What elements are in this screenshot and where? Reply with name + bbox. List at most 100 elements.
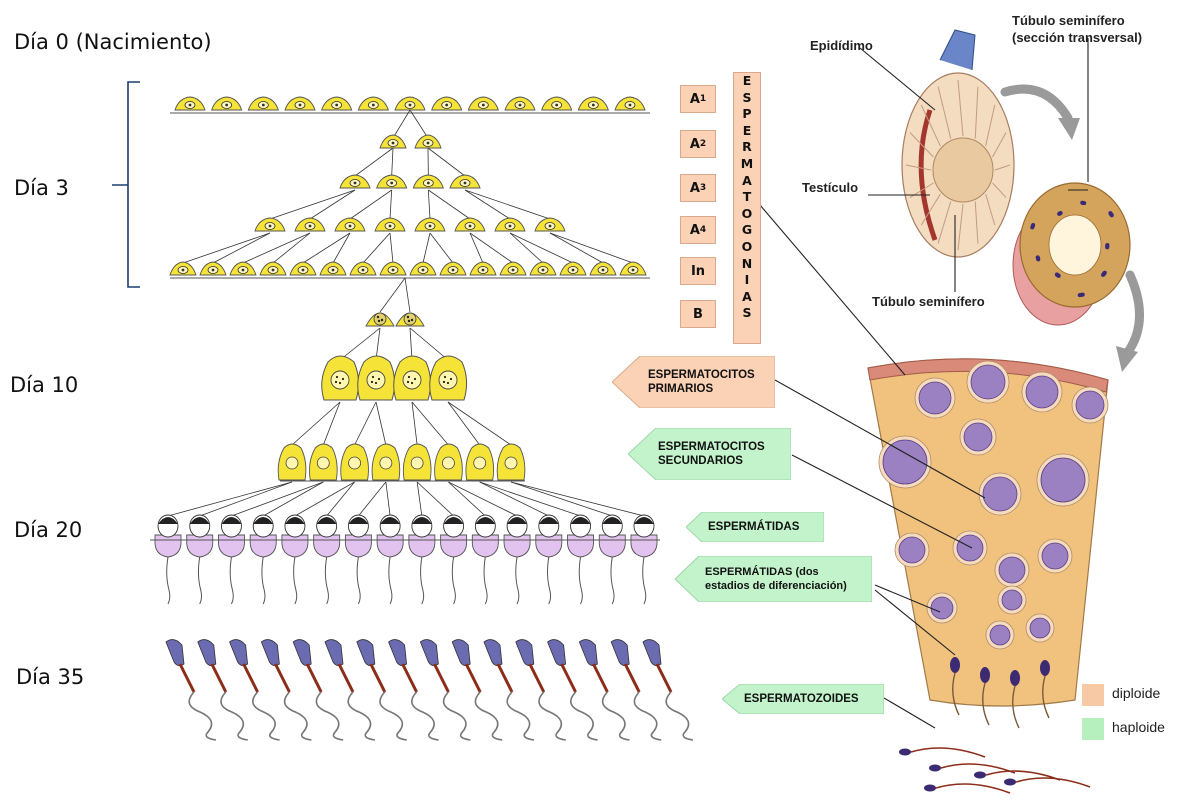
spermatogonium-a4 — [535, 218, 565, 231]
spermatogonium-in — [350, 262, 376, 275]
spermatid — [472, 515, 498, 604]
spermatogonium-a4 — [495, 218, 525, 231]
spermatogonium-in — [230, 262, 256, 275]
spermatogonium-a1 — [432, 97, 462, 110]
germ-cell-section — [895, 533, 929, 567]
spermatogonium-a4 — [335, 218, 365, 231]
spermatogonium-a1 — [248, 97, 278, 110]
spermatogonium-a1 — [395, 97, 425, 110]
vertical-letter: G — [734, 222, 760, 239]
spermatogonium-a1 — [358, 97, 388, 110]
spermatid — [187, 515, 213, 604]
vertical-letter: R — [734, 139, 760, 156]
tubule-wall-section — [868, 359, 1108, 706]
spermatogonium-a4 — [455, 218, 485, 231]
curved-arrow-top-head — [1058, 118, 1080, 140]
germ-cell-section — [1072, 387, 1108, 423]
spermatogonium-in — [380, 262, 406, 275]
spermatogonium-a2 — [415, 135, 441, 148]
germ-cell-section — [960, 419, 996, 455]
germ-cell-section — [915, 378, 955, 418]
spermatogonium-in — [200, 262, 226, 275]
bracket — [112, 82, 140, 287]
spermatogonium-in — [590, 262, 616, 275]
vertical-letter: T — [734, 189, 760, 206]
spermatogonium-a1 — [285, 97, 315, 110]
secondary-spermatocyte — [372, 444, 400, 480]
spermatids-label: ESPERMÁTIDAS — [686, 512, 824, 542]
spermatogonium-a3 — [377, 175, 407, 188]
free-spermatozoon — [1004, 778, 1090, 787]
spermatogonium-a4 — [375, 218, 405, 231]
free-spermatozoon — [924, 784, 1010, 793]
germ-cell-section — [1037, 454, 1089, 506]
vertical-letter: A — [734, 289, 760, 306]
spermatid — [631, 515, 657, 604]
legend-label-haploid: haploide — [1112, 719, 1165, 735]
germ-cell-section — [995, 553, 1029, 587]
epididymis-label: Epidídimo — [810, 38, 873, 53]
spermatogonium-a1 — [322, 97, 352, 110]
tubule-lumen — [1049, 215, 1101, 275]
spermatogonium-a4 — [415, 218, 445, 231]
spermatid — [409, 515, 435, 604]
connector-line — [860, 48, 935, 110]
spermatid — [155, 515, 181, 604]
spermatozoa-label: ESPERMATOZOIDES — [722, 684, 884, 714]
spermatogonium-in — [560, 262, 586, 275]
spermatogonium-a1 — [542, 97, 572, 110]
primary-spermatocyte — [358, 356, 395, 400]
spermatid — [377, 515, 403, 604]
curved-arrow-right — [1128, 275, 1140, 352]
vertical-letter: O — [734, 206, 760, 223]
secondary-spermatocyte — [466, 444, 494, 480]
spermatogonium-in — [290, 262, 316, 275]
spermatogonium-in — [260, 262, 286, 275]
spermatid — [567, 515, 593, 604]
germ-cell-section — [979, 473, 1021, 515]
spermatid — [345, 515, 371, 604]
spermatogonium-a3 — [340, 175, 370, 188]
spermatogonium-a2 — [380, 135, 406, 148]
germ-cell-section — [1026, 614, 1054, 642]
tubule-cross-section-label: Túbulo seminífero(sección transversal) — [1012, 12, 1142, 46]
vertical-letter: M — [734, 156, 760, 173]
secondary-spermatocyte — [309, 444, 337, 480]
curved-arrow-top — [1005, 89, 1068, 118]
spermatogonium-in — [470, 262, 496, 275]
primary-spermatocyte — [394, 356, 431, 400]
spermatid — [282, 515, 308, 604]
spermatid — [599, 515, 625, 604]
spermatid — [504, 515, 530, 604]
free-spermatozoon — [899, 748, 985, 757]
spermatogonium-a3 — [450, 175, 480, 188]
vertical-letter: S — [734, 90, 760, 107]
primary-spermatocyte — [322, 356, 359, 400]
spermatid — [218, 515, 244, 604]
vertical-letter: N — [734, 256, 760, 273]
secondary-spermatocyte — [497, 444, 525, 480]
spermatogonia-vertical-label: ESPERMATOGONIAS — [733, 72, 761, 344]
anatomy-illustration — [868, 30, 1140, 793]
stage-tag-a2: A2 — [680, 130, 716, 158]
spermatogonium-b — [366, 313, 394, 326]
legend-swatch-diploid — [1082, 684, 1104, 706]
spermatogonium-in — [530, 262, 556, 275]
spermatogonium-in — [440, 262, 466, 275]
primary-spermatocyte — [430, 356, 467, 400]
secondary-spermatocyte — [403, 444, 431, 480]
spermatogonium-a1 — [505, 97, 535, 110]
vertical-letter: P — [734, 106, 760, 123]
spermatogonium-a4 — [295, 218, 325, 231]
legend-label-diploid: diploide — [1112, 685, 1160, 701]
spermatogonium-in — [170, 262, 196, 275]
spermatid — [536, 515, 562, 604]
seminiferous-tubule-label: Túbulo seminífero — [872, 294, 985, 309]
spermatogonium-in — [500, 262, 526, 275]
germ-cell-section — [998, 586, 1026, 614]
testis-label: Testículo — [802, 180, 858, 195]
germ-cell-section — [953, 531, 987, 565]
